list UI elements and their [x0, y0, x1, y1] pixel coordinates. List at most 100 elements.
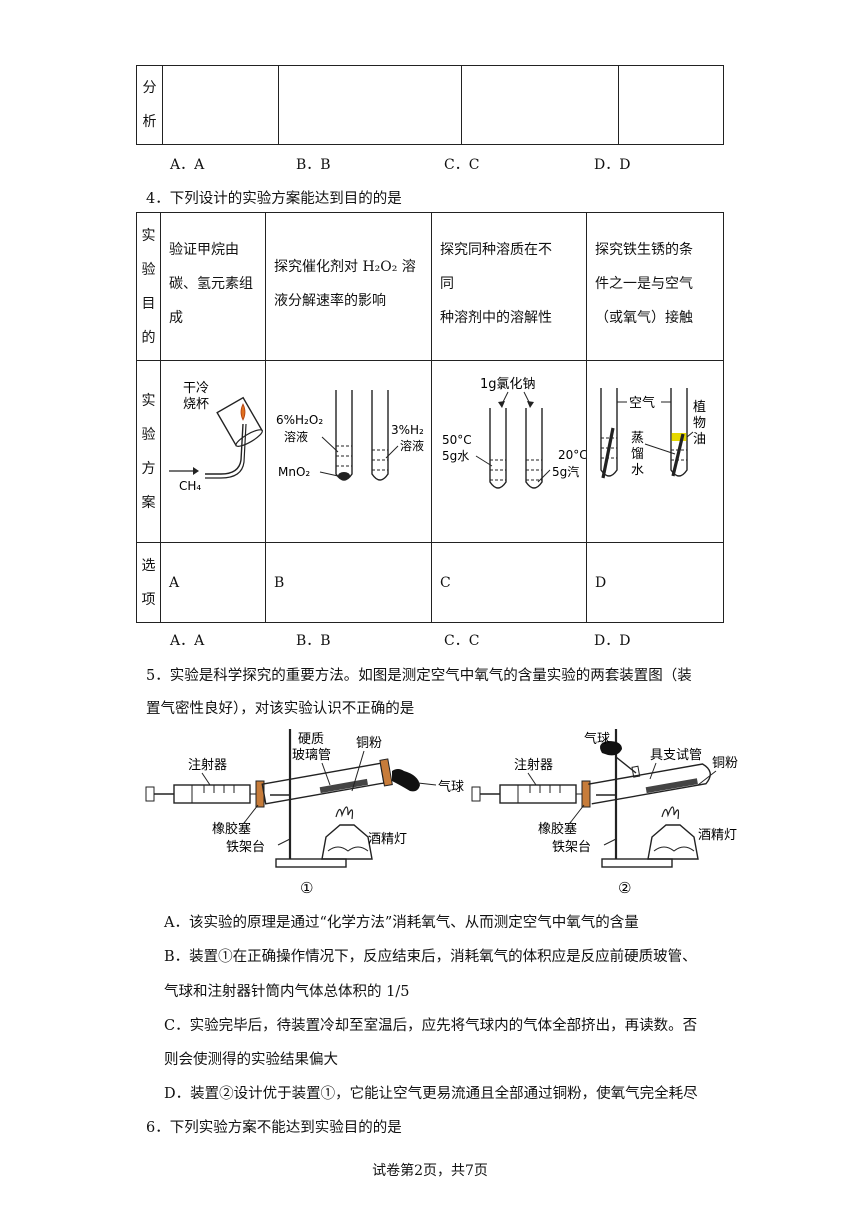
- q3-option-d: D．D: [594, 157, 631, 173]
- label-oil-2: 物: [693, 416, 706, 431]
- balloon-1: [392, 769, 420, 792]
- alcohol-lamp-1: [321, 824, 373, 860]
- q4-diagram-b-cell: 6%H₂O₂ 溶液 3%H₂ 溶液 MnO₂: [265, 360, 432, 543]
- flame-icon: [240, 402, 246, 421]
- q3-options: A．A B．B C．C D．D: [170, 154, 730, 174]
- label-dry-cold: 干冷: [183, 381, 209, 396]
- catalyst-tubes-diagram: 6%H₂O₂ 溶液 3%H₂ 溶液 MnO₂: [276, 389, 424, 481]
- label-20c: 20°C: [558, 448, 586, 462]
- q4-purpose-b: 探究催化剂对 H₂O₂ 溶 液分解速率的影响: [265, 212, 432, 361]
- label-1g-nacl: 1g氯化钠: [480, 377, 536, 392]
- q4-purpose-c: 探究同种溶质在不 同 种溶剂中的溶解性: [431, 212, 587, 361]
- q4-row-header-plan: 实 验 方 案: [136, 360, 161, 543]
- label-beaker: 烧杯: [183, 397, 209, 412]
- label-air: 空气: [629, 395, 655, 411]
- solubility-tubes-diagram: 1g氯化钠 50°C 5g水 20°C 5g汽: [442, 377, 586, 489]
- label-stopper-1: 橡胶塞: [212, 821, 251, 837]
- q5-option-a: A．该实验的原理是通过“化学方法”消耗氧气、从而测定空气中氧气的含量: [164, 915, 639, 931]
- methane-beaker-diagram: 干冷 烧杯 CH₄: [169, 381, 264, 493]
- q4-option-b: B．B: [296, 633, 331, 649]
- copper-powder-1: [319, 778, 368, 794]
- label-5g-gasoline: 5g汽: [552, 464, 579, 479]
- q3-cell-a: [162, 65, 279, 145]
- syringe-1: [173, 784, 251, 804]
- q4-diagram-a-cell: 干冷 烧杯 CH₄: [160, 360, 266, 543]
- label-syringe-1: 注射器: [188, 757, 227, 773]
- q5-option-c-line-1: C．实验完毕后，待装置冷却至室温后，应先将气球内的气体全部挤出，再读数。否: [164, 1018, 698, 1034]
- q5-option-b-line-2: 气球和注射器针筒内气体总体积的 1/5: [164, 984, 410, 1000]
- q5-option-d: D．装置②设计优于装置①，它能让空气更易流通且全部通过铜粉，使氧气完全耗尽: [164, 1086, 698, 1102]
- label-water-2: 馏: [631, 447, 644, 462]
- q3-row-header: 分 析: [136, 65, 163, 145]
- branched-test-tube: [588, 763, 711, 805]
- test-tube-air: [600, 387, 618, 477]
- q4-diagram-d-cell: 空气 植 物 油 蒸 馏 水: [586, 360, 724, 543]
- q4-option-a: A．A: [170, 633, 205, 649]
- label-stopper-2: 橡胶塞: [538, 821, 577, 837]
- q4-choice-c: C: [431, 542, 587, 623]
- label-oil-3: 油: [693, 432, 706, 447]
- label-3pct-h2: 3%H₂: [391, 423, 424, 437]
- label-copper-1: 铜粉: [356, 736, 382, 751]
- q4-purpose-d: 探究铁生锈的条 件之一是与空气 （或氧气）接触: [586, 212, 724, 361]
- page-footer: 试卷第2页，共7页: [372, 1163, 488, 1179]
- label-solution-right: 溶液: [400, 438, 424, 453]
- q4-options: A．A B．B C．C D．D: [170, 630, 730, 650]
- q5-option-c-line-2: 则会使测得的实验结果偏大: [164, 1052, 338, 1068]
- q4-option-d: D．D: [594, 633, 631, 649]
- q5-option-b-line-1: B．装置①在正确操作情况下，反应结束后，消耗氧气的体积应是反应前硬质玻管、: [164, 949, 697, 965]
- label-6pct-h2o2: 6%H₂O₂: [276, 413, 323, 427]
- alcohol-lamp-2: [647, 824, 699, 860]
- q3-option-b: B．B: [296, 157, 331, 173]
- label-lamp-2: 酒精灯: [698, 828, 737, 843]
- label-solution-left: 溶液: [284, 429, 308, 444]
- q5-stem-line-1: 5．实验是科学探究的重要方法。如图是测定空气中氧气的含量实验的两套装置图（装: [146, 668, 692, 684]
- label-ch4: CH₄: [179, 479, 201, 493]
- label-copper-2: 铜粉: [712, 756, 738, 771]
- label-water-1: 蒸: [631, 431, 644, 446]
- q4-diagram-c-cell: 1g氯化钠 50°C 5g水 20°C 5g汽: [431, 360, 587, 543]
- stand-base-2: [601, 858, 673, 868]
- label-glass-tube: 玻璃管: [292, 748, 331, 763]
- copper-powder-2: [645, 778, 698, 794]
- rust-tubes-diagram: 空气 植 物 油 蒸 馏 水: [600, 387, 706, 478]
- flame-2: [661, 806, 680, 820]
- test-tube-20c: [525, 407, 543, 489]
- label-syringe-2: 注射器: [514, 757, 553, 773]
- label-lamp-1: 酒精灯: [368, 832, 407, 847]
- label-oil-1: 植: [693, 400, 706, 415]
- label-5g-water: 5g水: [442, 449, 469, 463]
- arrow-head-icon: [193, 466, 199, 475]
- test-tube-50c: [489, 407, 507, 489]
- q3-analysis-table: 分 析: [136, 65, 724, 145]
- label-balloon-2: 气球: [584, 731, 610, 747]
- iron-nail-left: [601, 427, 615, 478]
- test-tube-right: [371, 389, 389, 481]
- q4-option-c: C．C: [444, 633, 480, 649]
- rubber-stopper-2: [581, 780, 591, 808]
- label-50c: 50°C: [442, 433, 472, 447]
- apparatus-2: 气球 具支试管 铜粉 注射器 橡胶塞 铁架台 酒精灯 ②: [471, 729, 738, 897]
- label-mno2: MnO₂: [278, 465, 310, 479]
- q4-choice-d: D: [586, 542, 724, 623]
- label-hard: 硬质: [298, 732, 324, 747]
- q3-cell-c: [461, 65, 619, 145]
- q6-stem: 6．下列实验方案不能达到实验目的的是: [146, 1120, 402, 1136]
- q4-choice-b: B: [265, 542, 432, 623]
- label-branched-tube: 具支试管: [650, 748, 702, 763]
- label-figure-2: ②: [618, 879, 631, 897]
- q4-purpose-a: 验证甲烷由 碳、氢元素组 成: [160, 212, 266, 361]
- q3-option-a: A．A: [170, 157, 205, 173]
- q3-cell-b: [278, 65, 462, 145]
- apparatus-1: 硬质 玻璃管 铜粉 注射器 气球 橡胶塞 铁架台 酒精灯 ①: [145, 729, 464, 897]
- q4-row-header-choice: 选 项: [136, 542, 161, 623]
- q4-table: 实 验 目 的 验证甲烷由 碳、氢元素组 成 探究催化剂对 H₂O₂ 溶 液分解…: [136, 212, 724, 623]
- q5-apparatus-figure: 硬质 玻璃管 铜粉 注射器 气球 橡胶塞 铁架台 酒精灯 ①: [145, 729, 738, 897]
- q5-stem-line-2: 置气密性良好），对该实验认识不正确的是: [146, 701, 415, 717]
- inverted-beaker: [216, 396, 264, 447]
- balloon-2: [600, 741, 622, 756]
- label-iron-stand-1: 铁架台: [226, 840, 265, 855]
- label-figure-1: ①: [300, 879, 313, 897]
- mno2-solid: [338, 471, 350, 480]
- label-iron-stand-2: 铁架台: [552, 840, 591, 855]
